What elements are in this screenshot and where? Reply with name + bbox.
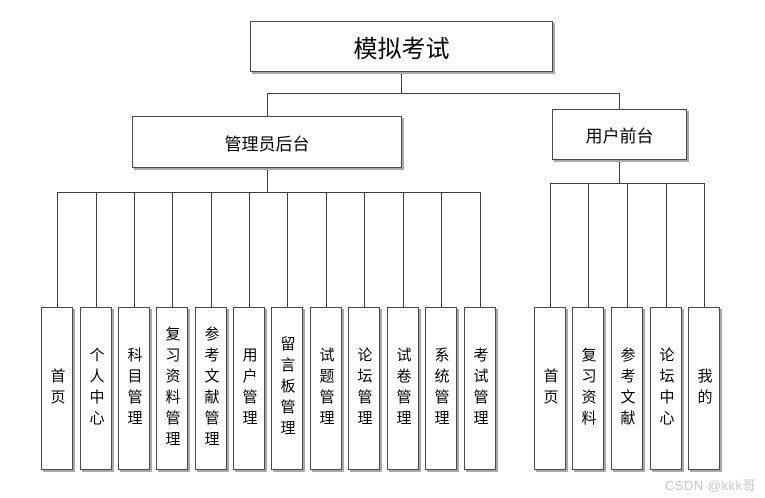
connector-line (96, 192, 97, 307)
connector-line (619, 93, 620, 109)
connector-line (550, 183, 551, 307)
user-leaf-node: 论坛中心 (650, 307, 682, 470)
connector-line (326, 192, 327, 307)
connector-line (211, 192, 212, 307)
admin-leaf-node: 论坛管理 (348, 307, 380, 470)
csdn-watermark: CSDN @kkk哥 (664, 478, 756, 493)
connector-line (267, 168, 268, 192)
connector-line (57, 192, 58, 307)
admin-leaf-node: 试题管理 (310, 307, 342, 470)
admin-leaf-node: 考试管理 (464, 307, 496, 470)
admin-leaf-node: 用户管理 (233, 307, 265, 470)
user-leaf-node: 首页 (534, 307, 566, 470)
user-leaf-node: 我的 (688, 307, 720, 470)
admin-leaf-node: 试卷管理 (387, 307, 419, 470)
connector-line (364, 192, 365, 307)
connector-line (619, 160, 620, 183)
connector-line (704, 183, 705, 307)
admin-leaf-node: 留言板管理 (271, 307, 303, 470)
user-leaf-node: 参考文献 (611, 307, 643, 470)
connector-line (172, 192, 173, 307)
connector-line (287, 192, 288, 307)
user-leaf-node: 复习资料 (572, 307, 604, 470)
connector-line (441, 192, 442, 307)
connector-line (627, 183, 628, 307)
branch-node-label: 管理员后台 (224, 134, 310, 154)
branch-node-admin-backend: 管理员后台 (132, 116, 402, 168)
admin-leaf-node: 科目管理 (118, 307, 150, 470)
connector-line (267, 93, 268, 116)
connector-line (403, 192, 404, 307)
connector-line (249, 192, 250, 307)
admin-leaf-node: 首页 (41, 307, 73, 470)
connector-line (480, 192, 481, 307)
admin-leaf-node: 个人中心 (80, 307, 112, 470)
branch-node-label: 用户前台 (585, 127, 654, 146)
admin-leaf-node: 参考文献管理 (195, 307, 227, 470)
connector-line (267, 93, 620, 94)
root-node: 模拟考试 (250, 21, 553, 72)
admin-leaf-node: 系统管理 (425, 307, 457, 470)
root-node-label: 模拟考试 (353, 36, 450, 63)
connector-line (666, 183, 667, 307)
connector-line (401, 72, 402, 93)
connector-line (134, 192, 135, 307)
branch-node-user-frontend: 用户前台 (552, 109, 687, 160)
admin-leaf-node: 复习资料管理 (156, 307, 188, 470)
connector-line (588, 183, 589, 307)
connector-line (57, 192, 481, 193)
